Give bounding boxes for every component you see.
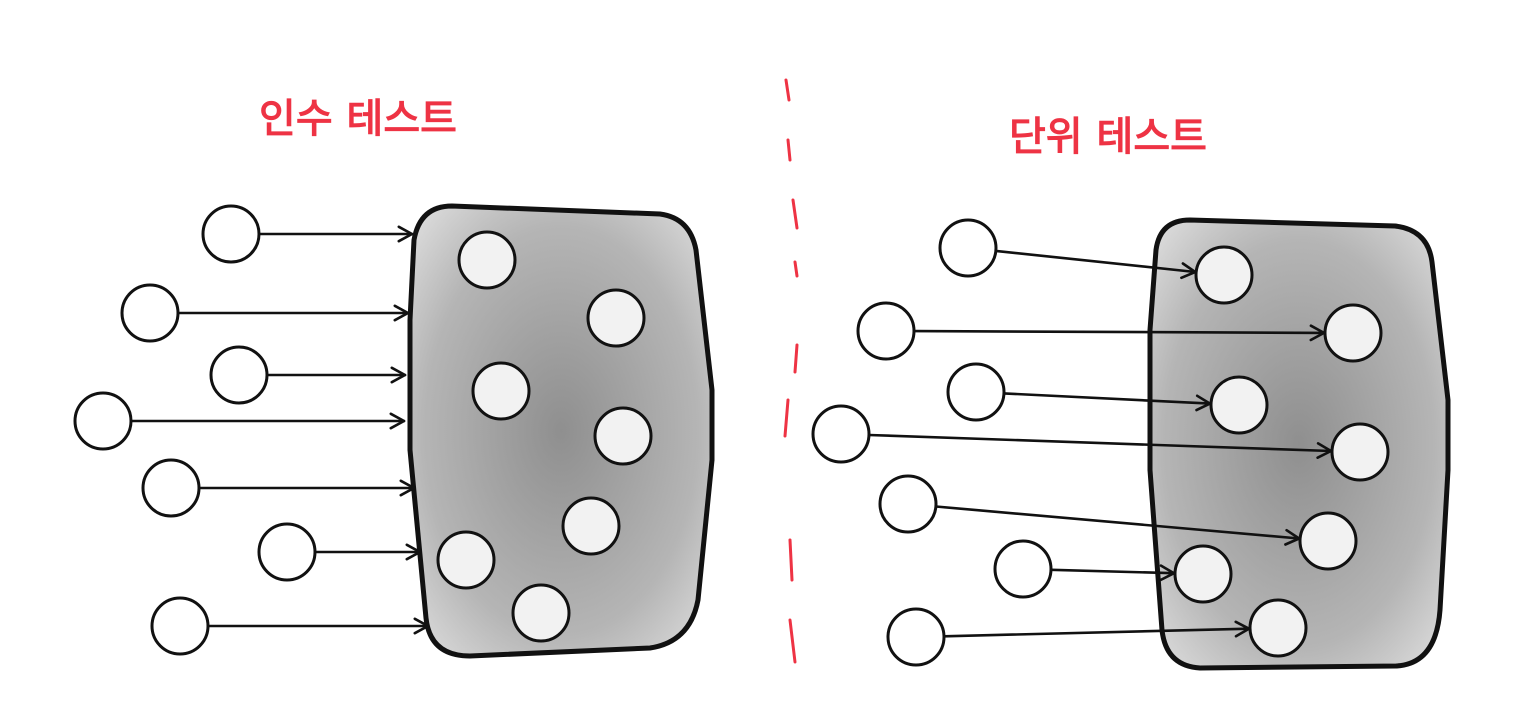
left-arrow [206, 617, 430, 635]
left-panel-title: 인수 테스트 [259, 96, 457, 142]
panel-divider [783, 78, 799, 664]
left-arrows [129, 225, 430, 635]
left-arrow [129, 412, 406, 430]
left-outer-node [120, 283, 180, 343]
right-inner-node [1323, 303, 1383, 363]
left-inner-node [471, 361, 531, 421]
left-outer-node [150, 596, 210, 656]
right-arrows [867, 249, 1333, 638]
right-inner-node [1173, 544, 1233, 604]
left-outer-nodes [73, 204, 317, 656]
left-arrow [265, 366, 407, 384]
left-arrow [313, 543, 422, 561]
left-inner-node [457, 230, 517, 290]
left-inner-nodes [436, 230, 653, 643]
left-arrow [197, 479, 416, 497]
left-outer-node [201, 204, 261, 264]
right-inner-node [1209, 375, 1269, 435]
right-outer-node [886, 607, 946, 667]
left-inner-node [436, 530, 496, 590]
left-system-box [407, 203, 715, 659]
left-outer-node [73, 391, 133, 451]
left-inner-node [511, 583, 571, 643]
right-outer-node [938, 218, 998, 278]
right-outer-node [993, 539, 1053, 599]
right-outer-node [856, 301, 916, 361]
right-inner-node [1330, 422, 1390, 482]
left-inner-node [561, 496, 621, 556]
left-inner-node [593, 406, 653, 466]
left-arrow [257, 225, 414, 243]
left-outer-node [257, 522, 317, 582]
right-outer-node [878, 474, 938, 534]
left-inner-node [586, 288, 646, 348]
right-outer-node [811, 404, 871, 464]
left-arrow [176, 304, 410, 322]
right-inner-node [1194, 245, 1254, 305]
right-inner-nodes [1173, 245, 1390, 658]
left-outer-node [209, 345, 269, 405]
right-inner-node [1298, 511, 1358, 571]
right-outer-nodes [811, 218, 1053, 667]
right-inner-node [1248, 598, 1308, 658]
left-outer-node [141, 458, 201, 518]
right-panel-title: 단위 테스트 [1009, 114, 1207, 160]
right-outer-node [946, 362, 1006, 422]
